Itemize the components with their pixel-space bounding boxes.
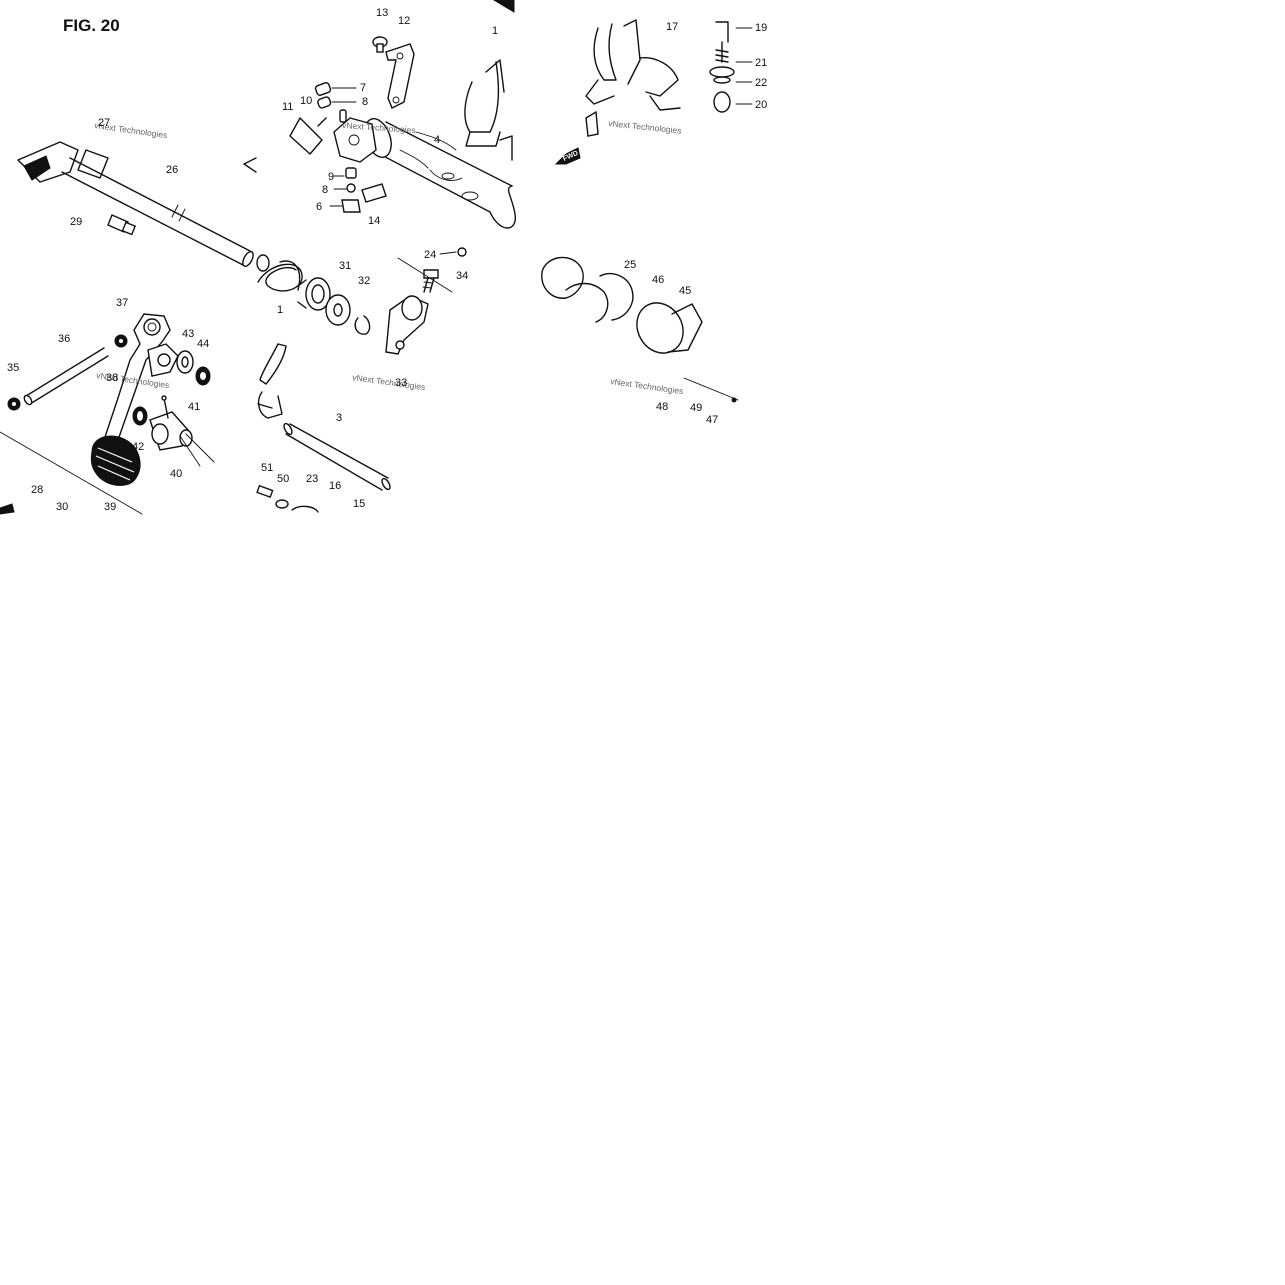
pin-24 <box>439 247 467 257</box>
label-19: 19 <box>755 22 767 34</box>
label-9: 9 <box>328 171 334 183</box>
neutral-switch-bolt <box>709 21 753 113</box>
label-12: 12 <box>398 15 410 27</box>
label-1b: 1 <box>277 304 283 316</box>
label-13: 13 <box>376 7 388 19</box>
cam-stopper <box>385 295 429 355</box>
washer-31 <box>325 294 351 326</box>
cam-bracket <box>361 183 387 203</box>
nut-44 <box>195 366 211 386</box>
fork-shaft <box>283 422 391 491</box>
forward-arrow: FWD <box>554 147 581 165</box>
neutral-switch-parts <box>256 484 319 513</box>
gear-position-switch <box>541 256 739 403</box>
label-20: 20 <box>755 99 767 111</box>
label-28: 28 <box>31 484 43 496</box>
label-26: 26 <box>166 164 178 176</box>
bolt-34 <box>397 257 453 293</box>
label-16: 16 <box>329 480 341 492</box>
label-22: 22 <box>755 77 767 89</box>
label-31: 31 <box>339 260 351 272</box>
label-27: 27 <box>98 117 110 129</box>
label-17: 17 <box>666 21 678 33</box>
bearing <box>297 277 331 311</box>
label-11: 11 <box>282 101 293 113</box>
shift-fork-small-18 <box>585 110 599 137</box>
pin-41 <box>161 395 169 419</box>
label-48: 48 <box>656 401 668 413</box>
gear-shift-cam <box>364 118 516 229</box>
shift-arm-11 <box>289 117 327 155</box>
label-34: 34 <box>456 270 468 282</box>
label-8: 8 <box>362 96 368 108</box>
label-38: 38 <box>106 372 118 384</box>
shift-fork-lower <box>257 343 287 419</box>
label-46: 46 <box>652 274 664 286</box>
cam-pins <box>314 82 357 123</box>
label-6: 6 <box>316 201 322 213</box>
watermark-6: vNext Technologies <box>610 376 684 396</box>
gear-shift-shaft <box>17 141 254 268</box>
oil-seal <box>256 254 270 272</box>
shift-fork-upper <box>464 59 513 161</box>
label-10: 10 <box>300 95 312 107</box>
label-21: 21 <box>755 57 767 69</box>
watermark-5: vNext Technologies <box>352 372 426 392</box>
small-cam-parts <box>329 167 361 213</box>
label-37: 37 <box>116 297 128 309</box>
figure-title: FIG. 20 <box>63 16 120 35</box>
label-42: 42 <box>132 441 144 453</box>
washer-43 <box>176 350 194 374</box>
label-14: 14 <box>368 215 380 227</box>
label-45: 45 <box>679 285 691 297</box>
circlip-32 <box>354 315 371 335</box>
label-35: 35 <box>7 362 19 374</box>
label-8b: 8 <box>322 184 328 196</box>
bolt-29 <box>107 214 137 236</box>
label-33: 33 <box>395 377 407 389</box>
lever-joint-40 <box>149 411 193 451</box>
label-49: 49 <box>690 402 702 414</box>
label-15: 15 <box>353 498 365 510</box>
label-44: 44 <box>197 338 209 350</box>
label-39: 39 <box>104 501 116 513</box>
stopper-plate <box>385 43 415 109</box>
watermark-3: vNext Technologies <box>608 118 682 136</box>
label-36: 36 <box>58 333 70 345</box>
label-7: 7 <box>360 82 366 94</box>
label-32: 32 <box>358 275 370 287</box>
screw-13 <box>372 36 388 53</box>
label-4: 4 <box>434 134 440 146</box>
nut-37 <box>114 334 128 348</box>
label-30: 30 <box>56 501 68 513</box>
cam-driven-gear <box>333 117 377 163</box>
label-24: 24 <box>424 249 436 261</box>
label-3: 3 <box>336 412 342 424</box>
label-1: 1 <box>492 25 498 37</box>
gear-shift-lever <box>103 313 179 441</box>
label-40: 40 <box>170 468 182 480</box>
ring-42 <box>132 406 148 426</box>
shift-forks-right <box>585 19 681 111</box>
label-50: 50 <box>277 473 289 485</box>
label-47: 47 <box>706 414 718 426</box>
label-51: 51 <box>261 462 273 474</box>
nut-35 <box>7 397 21 411</box>
label-29: 29 <box>70 216 82 228</box>
label-25: 25 <box>624 259 636 271</box>
lever-shaft-36 <box>23 347 109 406</box>
shift-pedal-rubber <box>90 435 141 486</box>
label-43: 43 <box>182 328 194 340</box>
label-41: 41 <box>188 401 200 413</box>
label-23: 23 <box>306 473 318 485</box>
